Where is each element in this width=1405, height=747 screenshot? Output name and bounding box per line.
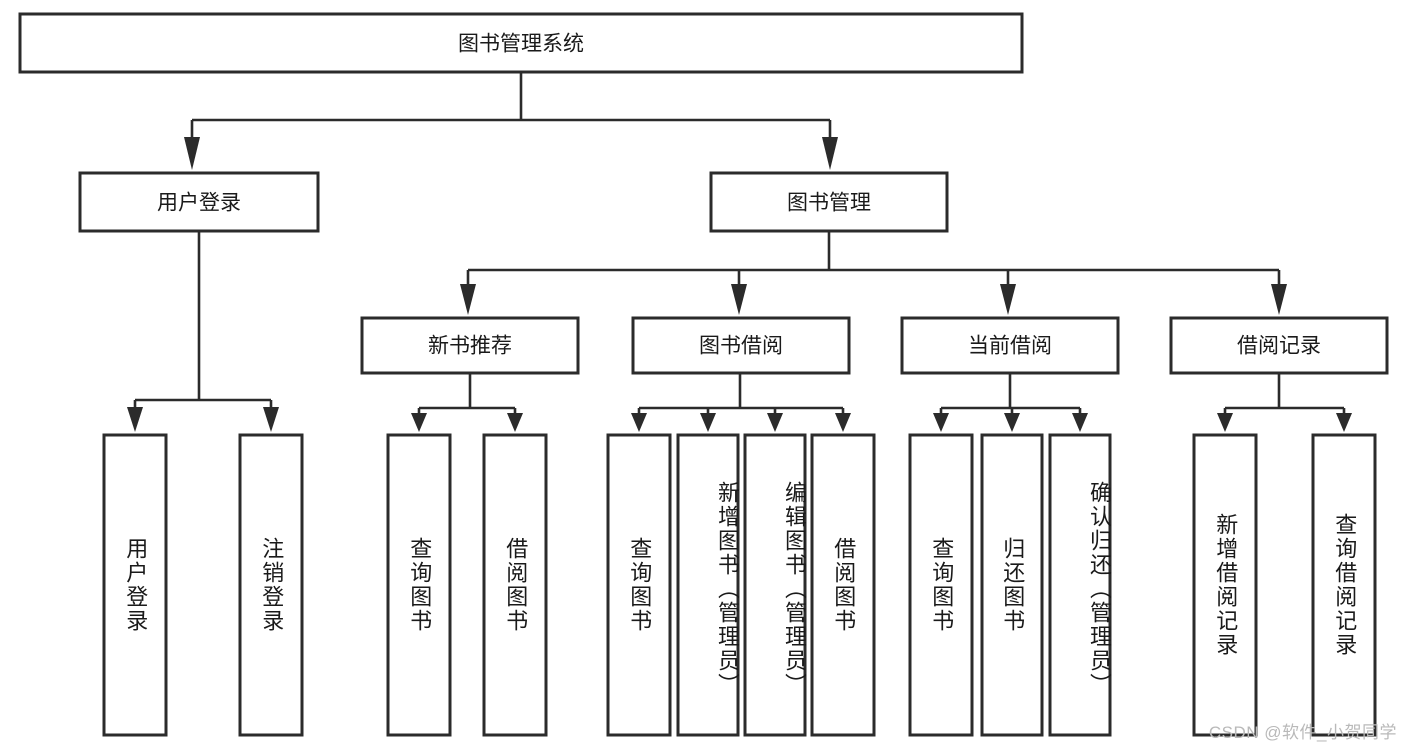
node-root-label: 图书管理系统 (458, 33, 584, 56)
arrow-head-current-borrow (1000, 284, 1016, 315)
connector-group-new-book-recommend (411, 373, 523, 432)
node-leaf-query-book-3-box[interactable] (908, 433, 974, 737)
node-leaf-add-book-box[interactable] (676, 433, 740, 737)
arrow-head-new-book-recommend (460, 284, 476, 315)
arrow-head-leaf-query-book-1 (411, 413, 427, 432)
node-book-borrow-label: 图书借阅 (699, 335, 783, 358)
arrow-head-leaf-borrow-book-2 (835, 413, 851, 432)
node-leaf-user-login-box[interactable] (102, 433, 168, 737)
node-leaf-query-book-1-box[interactable] (386, 433, 452, 737)
arrow-head-leaf-return-book (1004, 413, 1020, 432)
node-current-borrow-label: 当前借阅 (968, 335, 1052, 358)
node-leaf-borrow-book-2-box[interactable] (810, 433, 876, 737)
node-book-borrow[interactable]: 图书借阅 (631, 316, 851, 375)
node-book-manage[interactable]: 图书管理 (709, 171, 949, 233)
node-leaf-return-book-box[interactable] (980, 433, 1044, 737)
node-new-book-recommend[interactable]: 新书推荐 (360, 316, 580, 375)
arrow-head-leaf-query-book-3 (933, 413, 949, 432)
arrow-head-leaf-user-login (127, 407, 143, 432)
node-new-book-recommend-label: 新书推荐 (428, 335, 512, 358)
connector-group-book-manage (460, 231, 1287, 315)
node-root[interactable]: 图书管理系统 (18, 12, 1024, 74)
arrow-head-book-manage (822, 137, 838, 170)
node-leaf-add-record-box[interactable] (1192, 433, 1258, 737)
csdn-watermark: CSDN @软件_小贺同学 (1208, 723, 1397, 742)
node-user-login-box[interactable] (78, 171, 320, 233)
connector-group-current-borrow (933, 373, 1088, 432)
connector-group-book-borrow (631, 373, 851, 432)
arrow-head-leaf-add-record (1217, 413, 1233, 432)
node-user-login[interactable]: 用户登录 (78, 171, 320, 233)
arrow-head-leaf-query-book-2 (631, 413, 647, 432)
node-book-manage-label: 图书管理 (787, 192, 871, 215)
connector-group-borrow-record (1217, 373, 1352, 432)
node-root-box[interactable] (18, 12, 1024, 74)
node-current-borrow-box[interactable] (900, 316, 1120, 375)
connector-group-root (184, 72, 838, 170)
node-leaf-confirm-return-box[interactable] (1048, 433, 1112, 737)
arrow-head-user-login (184, 137, 200, 170)
connector-group-user-login (127, 231, 279, 432)
node-user-login-label: 用户登录 (157, 192, 241, 215)
arrow-head-leaf-borrow-book-1 (507, 413, 523, 432)
arrow-head-leaf-edit-book (767, 413, 783, 432)
arrow-head-borrow-record (1271, 284, 1287, 315)
node-leaf-query-record-box[interactable] (1311, 433, 1377, 737)
node-borrow-record-box[interactable] (1169, 316, 1389, 375)
node-book-borrow-box[interactable] (631, 316, 851, 375)
node-current-borrow[interactable]: 当前借阅 (900, 316, 1120, 375)
node-leaf-borrow-book-1-box[interactable] (482, 433, 548, 737)
node-leaf-query-book-2-box[interactable] (606, 433, 672, 737)
arrow-head-leaf-query-record (1336, 413, 1352, 432)
arrow-head-book-borrow (731, 284, 747, 315)
node-borrow-record[interactable]: 借阅记录 (1169, 316, 1389, 375)
node-borrow-record-label: 借阅记录 (1237, 335, 1321, 358)
arrow-head-leaf-user-logout (263, 407, 279, 432)
arrow-head-leaf-confirm-return (1072, 413, 1088, 432)
node-new-book-recommend-box[interactable] (360, 316, 580, 375)
arrow-head-leaf-add-book (700, 413, 716, 432)
node-leaf-edit-book-box[interactable] (743, 433, 807, 737)
node-leaf-user-logout-box[interactable] (238, 433, 304, 737)
leaf-boxes (102, 433, 1377, 737)
node-book-manage-box[interactable] (709, 171, 949, 233)
